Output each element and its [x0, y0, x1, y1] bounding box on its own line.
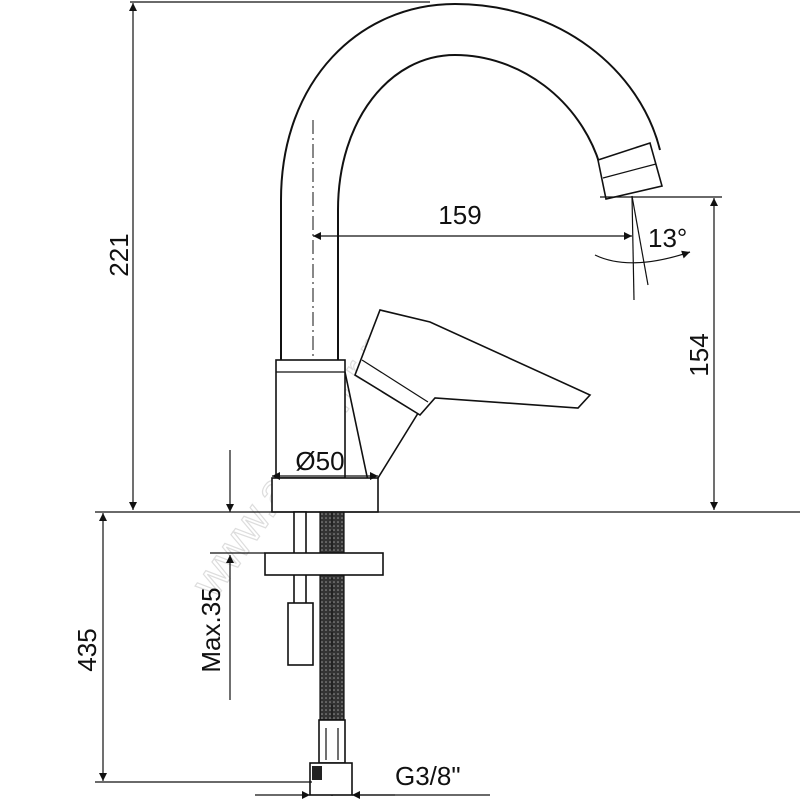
dimension-spout-height: 154	[600, 196, 722, 510]
lever-handle	[354, 309, 592, 417]
svg-text:G3/8": G3/8"	[395, 761, 461, 791]
svg-text:Max.35: Max.35	[196, 587, 226, 672]
dimension-total-height: 221	[104, 1, 430, 510]
mounting-parts	[264, 511, 384, 800]
base-plate	[271, 477, 379, 513]
dimension-hose-length: 435	[72, 513, 312, 783]
faucet-body	[271, 309, 592, 513]
svg-text:154: 154	[684, 333, 714, 376]
mounting-washer	[264, 552, 384, 576]
svg-text:Ø50: Ø50	[295, 446, 344, 476]
svg-text:13°: 13°	[648, 223, 687, 253]
dimension-connection-thread: G3/8"	[255, 761, 490, 799]
svg-text:221: 221	[104, 233, 134, 276]
dimension-base-diameter: Ø50	[272, 446, 378, 480]
svg-text:435: 435	[72, 628, 102, 671]
mounting-nut	[287, 602, 314, 666]
spout	[280, 2, 663, 512]
dimension-spout-angle: 13°	[594, 195, 691, 301]
dimension-spout-reach: 159	[313, 200, 632, 240]
svg-text:159: 159	[438, 200, 481, 230]
dimension-max-thickness: Max.35	[196, 450, 265, 700]
